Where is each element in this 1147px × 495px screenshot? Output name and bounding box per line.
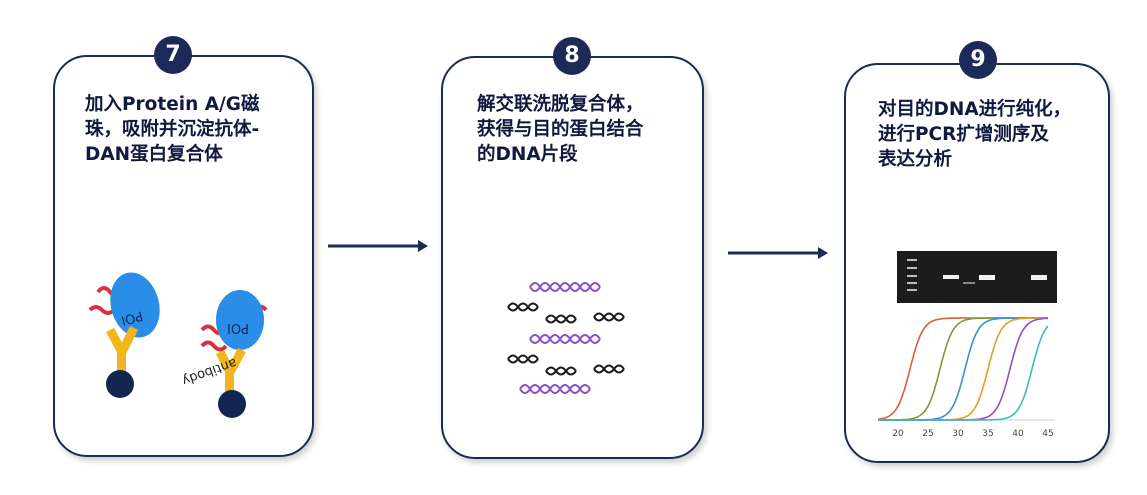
step-7-badge: 7	[154, 36, 192, 74]
complex-1: POI	[88, 272, 160, 398]
qpcr-tick-label: 20	[892, 429, 904, 439]
dna-black-6b	[593, 364, 625, 374]
qpcr-curve-1	[877, 317, 1048, 421]
dna-black-1	[507, 302, 539, 312]
dna-fragments-illustration	[507, 282, 625, 394]
protein-poi-1	[110, 272, 160, 338]
qpcr-curve-2	[878, 317, 1048, 421]
crosslink-1b	[88, 305, 116, 315]
dna-black-5b	[545, 366, 577, 376]
gel-band-1	[943, 275, 959, 279]
protein-poi-2	[216, 290, 264, 350]
poi-label-1: POI	[119, 307, 144, 327]
complex-2: POI antibody	[180, 290, 268, 418]
step-8-title: 解交联洗脱复合体， 获得与目的蛋白结合 的DNA片段	[477, 92, 697, 167]
step-7-title-line-1: 加入Protein A/G磁	[85, 94, 260, 115]
qpcr-tick-label: 40	[1012, 429, 1024, 439]
dna-strand-purple-1a	[529, 282, 601, 292]
gel-band-4	[1031, 275, 1047, 280]
qpcr-curve-6	[878, 325, 1049, 421]
antibody-2-stem	[225, 370, 234, 394]
gel-ladder-band-2	[907, 267, 917, 269]
qpcr-tick-label: 45	[1042, 429, 1053, 439]
gel-band-2	[963, 282, 975, 284]
antibody-1-stem	[117, 350, 126, 372]
dna-black-4b	[507, 354, 539, 364]
qpcr-tick-label: 30	[952, 429, 964, 439]
step-7-title-line-2: 珠，吸附并沉淀抗体-	[85, 119, 260, 140]
dna-black-2	[545, 314, 577, 324]
gel-ladder-band-4	[907, 282, 917, 284]
step-8-title-line-3: 的DNA片段	[477, 144, 578, 165]
dna-strand-purple-2b	[529, 334, 601, 344]
dna-black-3b	[593, 312, 625, 322]
dna-black-5	[545, 366, 577, 376]
crosslink-2b	[200, 340, 228, 352]
gel-ladder-band-1	[907, 259, 917, 261]
dna-black-3	[593, 312, 625, 322]
step-9-title: 对目的DNA进行纯化， 进行PCR扩增测序及 表达分析	[878, 97, 1103, 172]
gel-band-3	[979, 275, 995, 280]
dna-strand-purple-3a	[519, 384, 591, 394]
step-8-title-line-1: 解交联洗脱复合体，	[477, 94, 644, 115]
dna-black-2b	[545, 314, 577, 324]
step-9-title-line-2: 进行PCR扩增测序及	[878, 124, 1049, 145]
step-7-title-line-3: DAN蛋白复合体	[85, 144, 223, 165]
magnetic-bead-2	[218, 390, 246, 418]
step-8-title-line-2: 获得与目的蛋白结合	[477, 119, 644, 140]
arrow-8-to-9	[728, 247, 828, 259]
antibody-bead-complex-illustration: POI POI antibody	[88, 272, 268, 418]
step-8-badge: 8	[553, 37, 591, 75]
dna-black-1b	[507, 302, 539, 312]
step-7-card	[53, 55, 314, 457]
arrow-7-to-8	[328, 240, 428, 252]
dna-strand-purple-2a	[529, 334, 601, 344]
gel-ladder-band-3	[907, 275, 917, 277]
magnetic-bead-1	[106, 370, 134, 398]
antibody-1	[106, 325, 139, 357]
step-9-title-line-3: 表达分析	[878, 149, 953, 170]
step-9-title-line-1: 对目的DNA进行纯化，	[878, 99, 1072, 120]
poi-label-2: POI	[227, 320, 249, 335]
dna-strand-purple-1b	[529, 282, 601, 292]
qpcr-curve-3	[878, 317, 1048, 421]
qpcr-curve-4	[878, 317, 1048, 421]
step-9-badge: 9	[959, 41, 997, 79]
qpcr-tick-label: 35	[982, 429, 993, 439]
dna-black-4	[507, 354, 539, 364]
step-7-title: 加入Protein A/G磁 珠，吸附并沉淀抗体- DAN蛋白复合体	[85, 92, 305, 167]
qpcr-amplification-curves: 20 25 30 35 40 45	[877, 317, 1055, 439]
gel-ladder-band-5	[907, 289, 917, 291]
qpcr-curve-5	[878, 317, 1049, 421]
dna-black-6	[593, 364, 625, 374]
dna-strand-purple-3b	[519, 384, 591, 394]
qpcr-tick-label: 25	[922, 429, 933, 439]
gel-electrophoresis-image	[897, 251, 1057, 303]
